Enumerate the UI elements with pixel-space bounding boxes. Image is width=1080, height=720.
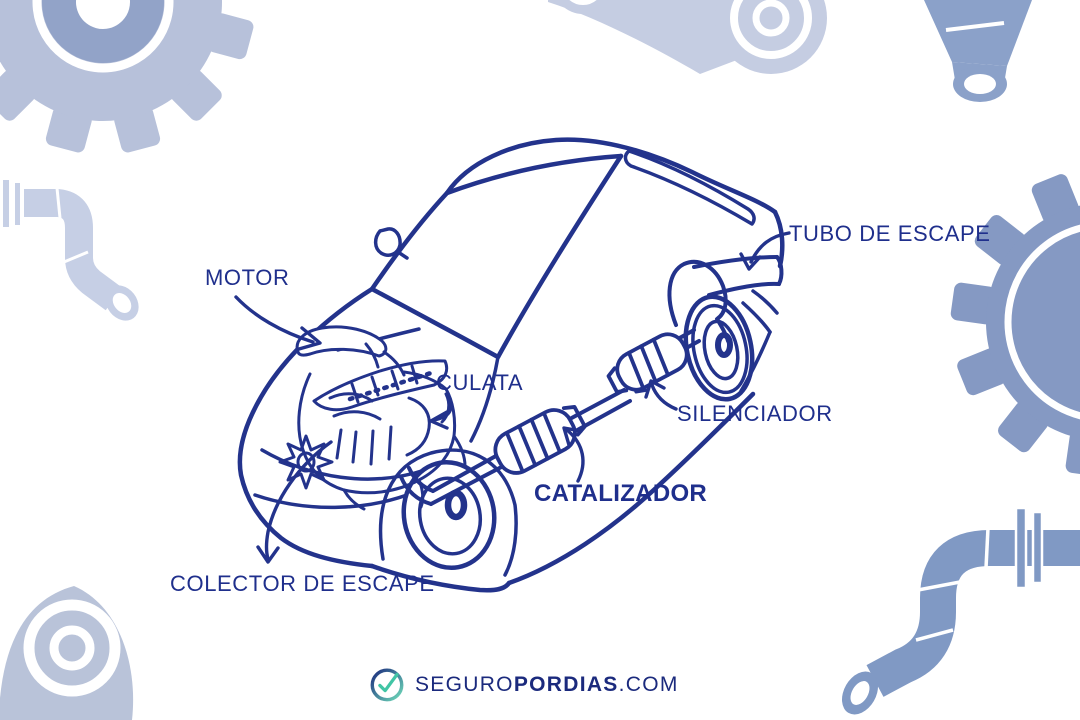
gear-icon [950, 174, 1080, 477]
catalytic-converter [493, 405, 587, 475]
motor-arrow [234, 295, 315, 344]
connecting-rod-icon [0, 586, 134, 720]
pipe-end-icon [924, 0, 1032, 102]
muffler [606, 332, 689, 394]
colector-arrow [264, 440, 333, 561]
label-culata: CULATA [436, 370, 524, 395]
brand-logo: SEGUROPORDIAS.COM [368, 665, 679, 703]
label-silenciador: SILENCIADOR [677, 401, 833, 426]
brand-name-bold: PORDIAS [513, 672, 619, 696]
car-body [237, 137, 785, 593]
gear-icon [0, 0, 254, 153]
pipe-icon [1, 178, 139, 321]
brand-name: SEGUROPORDIAS.COM [415, 674, 679, 695]
engine [278, 325, 467, 511]
pipe-icon [841, 506, 1080, 715]
annotation-arrows [234, 231, 791, 564]
connecting-rod-icon [548, 0, 827, 74]
silenciador-arrow [650, 383, 678, 411]
catalizador-arrow [565, 428, 585, 483]
tubo-arrow [749, 231, 791, 264]
brand-name-suffix: .COM [618, 672, 679, 696]
label-colector-de-escape: COLECTOR DE ESCAPE [170, 571, 435, 596]
exhaust-hanger-loop [667, 259, 730, 343]
label-motor: MOTOR [205, 265, 290, 290]
label-catalizador: CATALIZADOR [534, 480, 708, 507]
check-circle-icon [368, 665, 406, 703]
brand-name-regular: SEGURO [415, 672, 514, 696]
label-tubo-de-escape: TUBO DE ESCAPE [789, 221, 991, 246]
